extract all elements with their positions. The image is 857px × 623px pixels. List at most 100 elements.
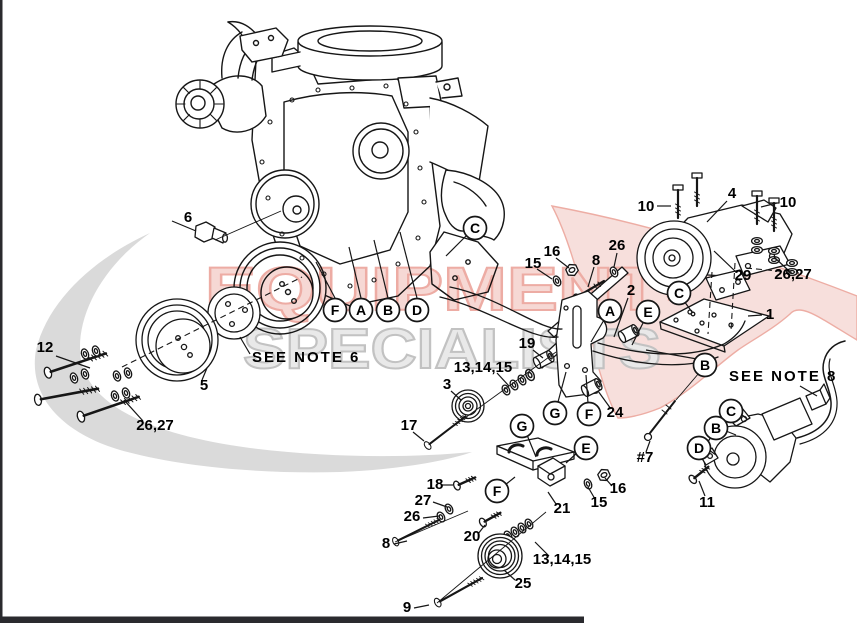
letter-circle-label: G (550, 405, 561, 421)
callout-label: 16 (610, 480, 627, 497)
letter-circle-label: B (383, 302, 393, 318)
leader-line (373, 239, 389, 299)
letter-circle-outline (348, 297, 374, 323)
letter-circle-outline (322, 297, 348, 323)
callout-label: 2 (627, 282, 635, 299)
callout-label: 21 (554, 500, 571, 517)
engine-bolt-dots (259, 83, 427, 289)
letter-circle-e: E (573, 435, 599, 461)
part-21-bracket (390, 437, 613, 548)
part-ring-adapter (207, 286, 261, 340)
callout-label: 25 (515, 575, 532, 592)
letter-circle-outline (375, 297, 401, 323)
leader-line (631, 320, 645, 346)
callout-label: 19 (519, 335, 536, 352)
alternator-fan-pulley (175, 79, 225, 129)
letter-circle-label: F (331, 302, 340, 318)
callout-label: 12 (37, 339, 54, 356)
leader-line (503, 569, 516, 581)
letter-circle-c: C (718, 398, 744, 424)
callout-label: 15 (591, 494, 608, 511)
letter-circle-label: D (412, 302, 422, 318)
leader-lines (55, 200, 818, 609)
letter-circle-label: F (493, 483, 502, 499)
leader-line (645, 440, 651, 453)
callout-label: 13,14,15 (533, 551, 591, 568)
letter-circle-outline (404, 297, 430, 323)
callout-label: 9 (403, 599, 411, 616)
callout-label: 17 (401, 417, 418, 434)
part-1-mount-plate (659, 298, 770, 353)
alignment-dashed-line (730, 262, 736, 332)
callout-label: SEE NOTE 8 (729, 368, 837, 385)
letter-circle-outline (573, 435, 599, 461)
leader-line (706, 200, 728, 223)
letter-circle-f: F (322, 297, 348, 323)
letter-circle-c: C (462, 215, 488, 241)
letter-circle-outline (635, 299, 661, 325)
assembly-axis-line (428, 351, 557, 445)
leader-line (315, 261, 336, 299)
letter-circle-label: B (700, 357, 710, 373)
callout-label: 11 (699, 494, 715, 511)
letter-circle-b: B (375, 297, 401, 323)
letter-circle-label: A (605, 303, 615, 319)
part-main-bracket (531, 290, 642, 399)
alignment-dashed-line (707, 271, 713, 335)
part-7-stud (643, 400, 676, 442)
water-pump-pulley (352, 122, 410, 180)
watermark: EQUIPMENT ™ SPECIALISTS (34, 205, 857, 473)
callout-label: 8 (592, 252, 600, 269)
leader-line (477, 524, 486, 535)
leader-line (613, 297, 629, 338)
letter-circle-f: F (484, 478, 510, 504)
letter-circle-outline (666, 280, 692, 306)
leader-line (587, 266, 595, 288)
letter-circle-outline (597, 298, 623, 324)
leader-line (597, 390, 612, 410)
leader-line (201, 367, 208, 381)
callout-label: 26 (609, 237, 626, 254)
watermark-line1: EQUIPMENT (205, 255, 660, 323)
callout-label: 4 (728, 185, 737, 202)
letter-circle-g: G (509, 413, 535, 439)
letter-circle-e: E (635, 299, 661, 325)
letter-circle-b: B (703, 415, 729, 441)
callout-label: 8 (382, 535, 390, 552)
letter-circle-d: D (686, 435, 712, 461)
letter-circle-label: B (711, 420, 721, 436)
callout-label: 26,27 (136, 417, 174, 434)
letter-circle-label: C (470, 220, 480, 236)
leader-line (413, 604, 430, 609)
part-25-idler (431, 517, 536, 610)
callout-label: #7 (637, 449, 654, 466)
alignment-dashed-line (121, 276, 303, 368)
letter-circle-a: A (348, 297, 374, 323)
part-3-idler (421, 367, 537, 452)
leader-line (557, 371, 567, 403)
front-cover (283, 91, 409, 265)
letter-circle-f: F (576, 401, 602, 427)
crank-pulley-upper (250, 169, 320, 239)
leader-line (604, 477, 613, 487)
leader-line (587, 486, 596, 500)
leader-line (348, 246, 362, 299)
alternator-body (209, 75, 267, 133)
callout-label: 15 (525, 255, 542, 272)
leader-line (450, 390, 462, 401)
leader-line (55, 355, 91, 369)
leader-line (432, 501, 448, 508)
callout-label: 26,27 (774, 266, 812, 283)
engine-mount (429, 231, 499, 301)
leader-line (698, 480, 706, 497)
letter-circle-a: A (597, 298, 623, 324)
leader-line (585, 374, 589, 404)
leader-line (799, 385, 818, 397)
callout-label: 29 (735, 267, 752, 284)
leader-line (422, 515, 440, 519)
left-border (0, 0, 3, 623)
valve-cover (429, 97, 489, 189)
engine-line-art (175, 20, 505, 335)
